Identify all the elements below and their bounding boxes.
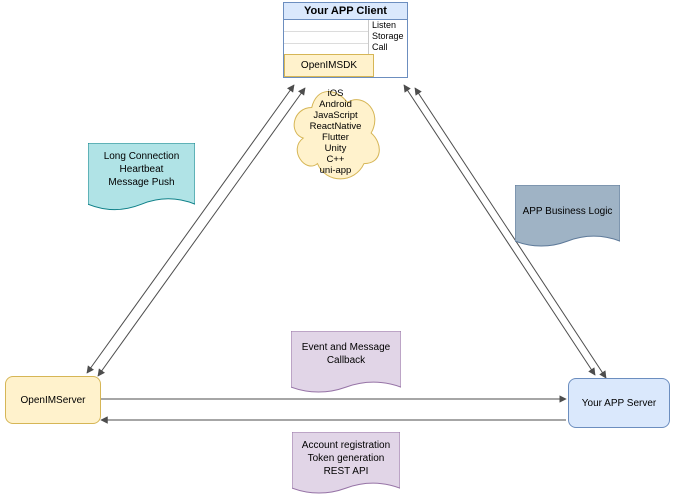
document-shape [515, 185, 620, 251]
openimsdk-box: OpenIMSDK [284, 54, 374, 77]
document-shape [88, 143, 195, 215]
client-row-divider [284, 43, 368, 44]
note-app-business-logic: APP Business Logic [515, 185, 620, 251]
client-row-divider [284, 31, 368, 32]
openimserver-box: OpenIMServer [5, 376, 101, 424]
document-shape [291, 331, 401, 397]
arrow-openimserver-sdk-2 [97, 87, 306, 377]
note-app-business-logic-text: APP Business Logic [522, 206, 613, 217]
client-title: Your APP Client [284, 3, 407, 20]
arrow-openimserver-sdk-1 [86, 84, 295, 374]
document-shape [292, 432, 400, 498]
cloud-shape [288, 82, 383, 184]
client-column-divider [368, 20, 369, 54]
your-app-server-box: Your APP Server [568, 378, 670, 428]
